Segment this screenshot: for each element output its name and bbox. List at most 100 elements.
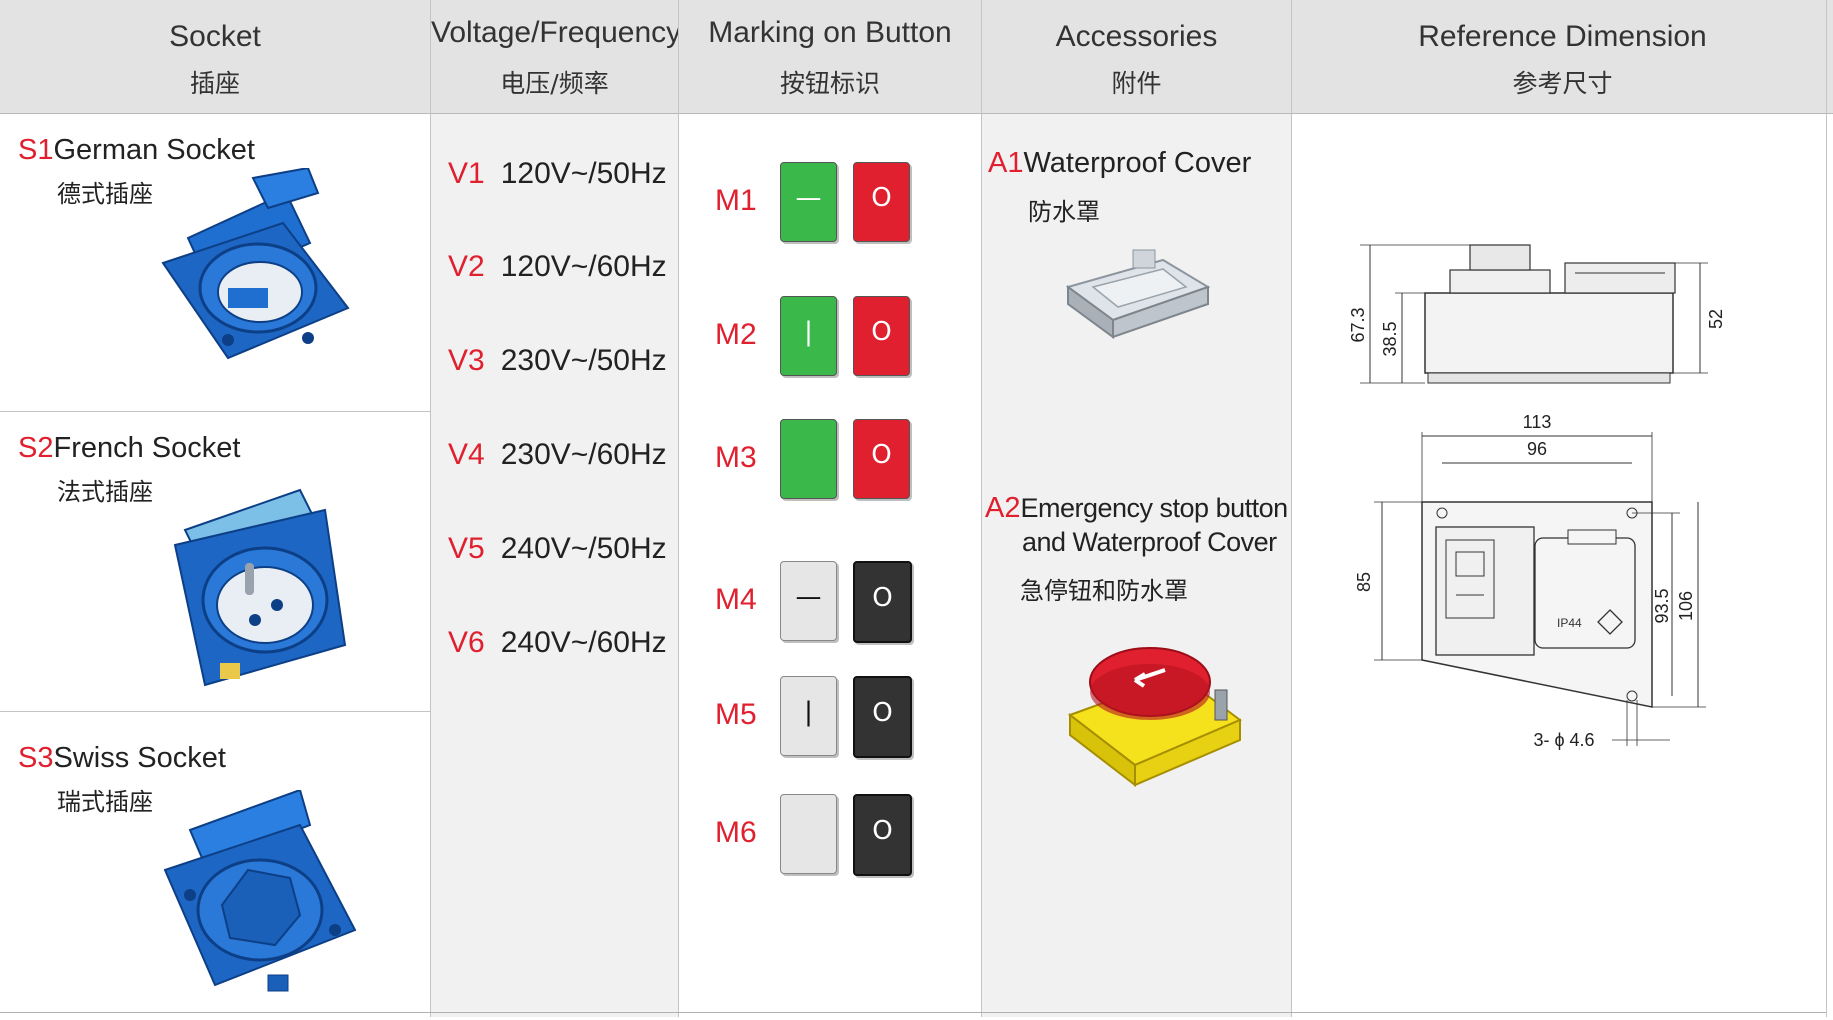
divider bbox=[1291, 0, 1292, 1017]
marking-button-left: | bbox=[780, 296, 837, 376]
accessory-code: A1 bbox=[988, 147, 1024, 179]
socket-name: German Socket bbox=[53, 134, 255, 166]
header-socket-en: Socket bbox=[169, 20, 261, 53]
marking-button-right: O bbox=[853, 296, 910, 376]
marking-symbol: — bbox=[795, 183, 822, 213]
header-marking: Marking on Button 按钮标识 bbox=[679, 0, 981, 114]
marking-button-left bbox=[780, 794, 837, 874]
socket-s1-title: S1German Socket bbox=[18, 134, 255, 167]
marking-symbol: O bbox=[871, 183, 892, 213]
marking-button-right: O bbox=[853, 561, 912, 643]
header-voltage-zh: 电压/频率 bbox=[500, 69, 609, 98]
divider bbox=[0, 711, 430, 712]
accessory-a1-title: A1Waterproof Cover bbox=[988, 147, 1251, 180]
marking-code: M5 bbox=[715, 698, 757, 731]
divider bbox=[1826, 0, 1827, 1017]
divider bbox=[981, 0, 982, 1017]
marking-button-left: — bbox=[780, 561, 837, 641]
marking-symbol: O bbox=[871, 317, 892, 347]
socket-code: S3 bbox=[18, 742, 54, 774]
marking-button-right: O bbox=[853, 794, 912, 876]
divider bbox=[678, 0, 679, 1017]
marking-symbol: O bbox=[871, 440, 892, 470]
socket-s3-title: S3Swiss Socket bbox=[18, 742, 226, 775]
header-reference-en: Reference Dimension bbox=[1418, 20, 1707, 53]
emergency-stop-image bbox=[1067, 647, 1242, 788]
voltage-code: V2 bbox=[448, 250, 485, 283]
dim-holes: 3- ϕ 4.6 bbox=[1533, 730, 1594, 750]
marking-symbol: — bbox=[795, 582, 822, 612]
divider bbox=[430, 0, 431, 1017]
header-voltage-en: Voltage/Frequency bbox=[431, 16, 682, 49]
marking-symbol: O bbox=[872, 698, 893, 728]
socket-name: French Socket bbox=[53, 432, 241, 464]
dim-top-width: 113 bbox=[1523, 412, 1552, 432]
voltage-code: V5 bbox=[448, 532, 485, 565]
voltage-code: V1 bbox=[448, 157, 485, 190]
accessory-name: Waterproof Cover bbox=[1023, 147, 1252, 179]
accessory-a1-zh: 防水罩 bbox=[1028, 198, 1100, 226]
socket-code: S2 bbox=[18, 432, 54, 464]
marking-button-right: O bbox=[853, 419, 910, 499]
divider bbox=[0, 411, 430, 412]
accessory-name: Emergency stop button bbox=[1020, 493, 1288, 523]
socket-s2-title: S2French Socket bbox=[18, 432, 240, 465]
header-accessories: Accessories 附件 bbox=[982, 0, 1291, 114]
header-reference-zh: 参考尺寸 bbox=[1512, 69, 1613, 98]
voltage-value: 240V~/50Hz bbox=[500, 532, 667, 565]
table-bottom-line bbox=[0, 1012, 1826, 1013]
marking-code: M1 bbox=[715, 184, 757, 217]
accessory-a2-title-line2: and Waterproof Cover bbox=[1022, 527, 1277, 557]
ip-label: IP44 bbox=[1557, 616, 1582, 630]
header-socket-zh: 插座 bbox=[189, 69, 240, 98]
header-marking-en: Marking on Button bbox=[708, 16, 952, 49]
voltage-code: V6 bbox=[448, 626, 485, 659]
dim-front-inner: 93.5 bbox=[1652, 588, 1672, 623]
dim-side-body: 38.5 bbox=[1380, 321, 1400, 356]
marking-code: M6 bbox=[715, 816, 757, 849]
french-socket-image bbox=[173, 488, 347, 687]
german-socket-image bbox=[161, 168, 350, 360]
dim-side-total: 67.3 bbox=[1348, 307, 1368, 342]
voltage-value: 230V~/50Hz bbox=[500, 344, 667, 377]
accessory-code: A2 bbox=[985, 492, 1021, 524]
marking-button-right: O bbox=[853, 162, 910, 242]
voltage-value: 120V~/60Hz bbox=[500, 250, 667, 283]
marking-button-right: O bbox=[853, 676, 912, 758]
accessory-a2-zh: 急停钮和防水罩 bbox=[1020, 577, 1188, 605]
voltage-v2: V2 120V~/60Hz bbox=[448, 250, 667, 284]
marking-symbol: O bbox=[872, 583, 893, 613]
marking-code: M4 bbox=[715, 583, 757, 616]
header-accessories-en: Accessories bbox=[1055, 20, 1218, 53]
header-accessories-zh: 附件 bbox=[1111, 69, 1162, 98]
voltage-code: V3 bbox=[448, 344, 485, 377]
socket-s1-zh: 德式插座 bbox=[57, 180, 153, 208]
dim-front-total: 106 bbox=[1676, 591, 1696, 621]
header-voltage: Voltage/Frequency 电压/频率 bbox=[431, 0, 682, 114]
voltage-value: 230V~/60Hz bbox=[500, 438, 667, 471]
header-socket: Socket 插座 bbox=[0, 0, 430, 114]
side-view-drawing: 67.3 38.5 52 bbox=[1348, 244, 1726, 384]
accessory-a2-title: A2Emergency stop button bbox=[985, 492, 1288, 525]
marking-code: M2 bbox=[715, 318, 757, 351]
marking-symbol: | bbox=[804, 697, 813, 727]
header-marking-zh: 按钮标识 bbox=[779, 69, 880, 98]
dim-top-inner: 96 bbox=[1527, 439, 1547, 459]
header-reference: Reference Dimension 参考尺寸 bbox=[1292, 0, 1833, 114]
marking-symbol: | bbox=[804, 317, 813, 347]
socket-code: S1 bbox=[18, 134, 54, 166]
dim-side-right: 52 bbox=[1706, 309, 1726, 329]
voltage-v5: V5 240V~/50Hz bbox=[448, 532, 667, 566]
marking-button-left: — bbox=[780, 162, 837, 242]
waterproof-cover-image bbox=[1065, 249, 1211, 339]
marking-button-left bbox=[780, 419, 837, 499]
socket-s2-zh: 法式插座 bbox=[57, 478, 153, 506]
front-view-drawing: 113 96 IP44 85 93.5 106 3- ϕ 4.6 bbox=[1354, 412, 1706, 750]
dim-front-left: 85 bbox=[1354, 572, 1374, 592]
voltage-v3: V3 230V~/50Hz bbox=[448, 344, 667, 378]
swiss-socket-image bbox=[163, 790, 357, 992]
marking-symbol: O bbox=[872, 816, 893, 846]
